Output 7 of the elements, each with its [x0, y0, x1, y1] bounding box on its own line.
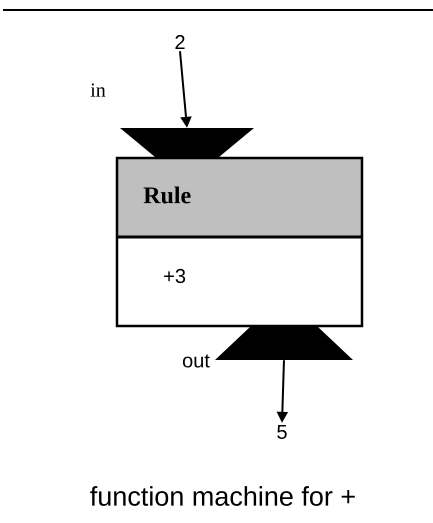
value-label: 5 — [277, 425, 287, 439]
value-label: 2 — [175, 35, 185, 49]
port-label: out — [182, 354, 210, 368]
caption: function machine for + — [90, 486, 355, 506]
funnel-shape — [120, 128, 254, 157]
funnel-shape — [215, 327, 353, 360]
port-label: in — [90, 83, 106, 97]
